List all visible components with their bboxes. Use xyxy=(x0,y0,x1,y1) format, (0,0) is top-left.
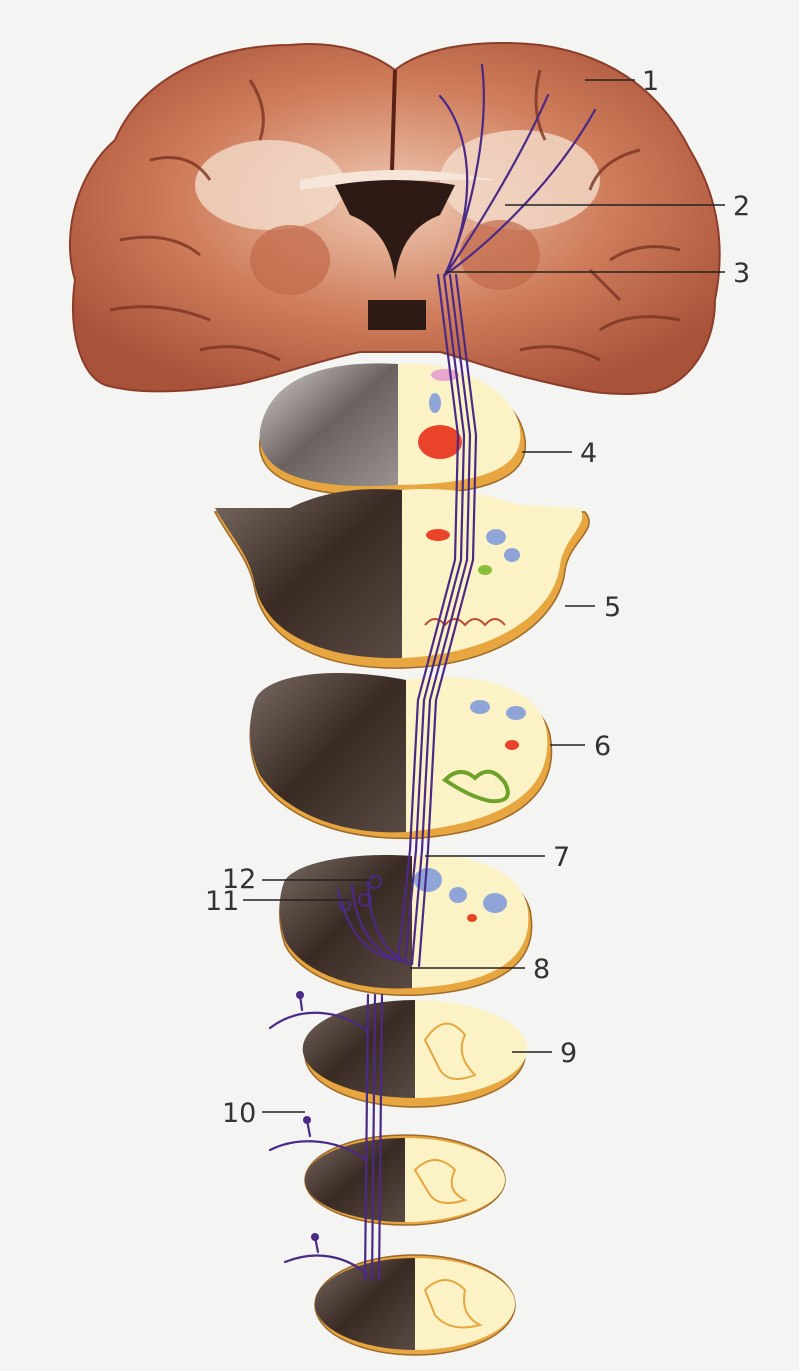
upper-medulla-section xyxy=(250,673,551,838)
callout-6: 6 xyxy=(594,731,611,762)
callout-5: 5 xyxy=(604,592,621,623)
third-ventricle xyxy=(368,300,426,330)
lower-medulla-photo-half xyxy=(280,855,412,988)
callout-1: 1 xyxy=(642,66,659,97)
midbrain-blue-nucleus xyxy=(429,393,441,413)
callout-2: 2 xyxy=(733,191,750,222)
red-nucleus xyxy=(418,425,462,459)
medulla-red-nucleus xyxy=(505,740,519,750)
spinal-cord-thoracic-section xyxy=(305,1135,505,1225)
pons-blue-nucleus-1 xyxy=(486,529,506,545)
cervical-photo-half xyxy=(303,1000,415,1098)
lower-medulla-blue-3 xyxy=(483,893,507,913)
basal-ganglia-left xyxy=(250,225,330,295)
midbrain-pink-nucleus xyxy=(431,369,459,381)
medulla-blue-nucleus-2 xyxy=(506,706,526,720)
pons-photo-half xyxy=(215,489,402,658)
midbrain-section xyxy=(260,363,526,495)
lower-medulla-red xyxy=(467,914,477,922)
callout-8: 8 xyxy=(533,954,550,985)
thoracic-photo-half xyxy=(305,1138,405,1222)
callout-4: 4 xyxy=(580,438,597,469)
spinal-cord-lumbar-section xyxy=(315,1255,515,1355)
pons-red-nucleus xyxy=(426,529,450,541)
pons-green-nucleus xyxy=(478,565,492,575)
callout-7: 7 xyxy=(553,842,570,873)
pons-blue-nucleus-2 xyxy=(504,548,520,562)
upper-medulla-photo-half xyxy=(250,673,406,832)
medulla-blue-nucleus-1 xyxy=(470,700,490,714)
pons-schematic-half xyxy=(402,489,582,658)
callout-9: 9 xyxy=(560,1038,577,1069)
cervical-schematic-half xyxy=(415,1000,527,1098)
coronal-brain-section xyxy=(70,43,720,394)
callout-12: 12 xyxy=(222,864,256,895)
callout-10: 10 xyxy=(222,1098,256,1129)
callout-3: 3 xyxy=(733,258,750,289)
lower-medulla-blue-2 xyxy=(449,887,467,903)
midbrain-photo-half xyxy=(260,363,398,486)
pons-section xyxy=(215,489,589,668)
lower-medulla-section xyxy=(280,855,532,995)
